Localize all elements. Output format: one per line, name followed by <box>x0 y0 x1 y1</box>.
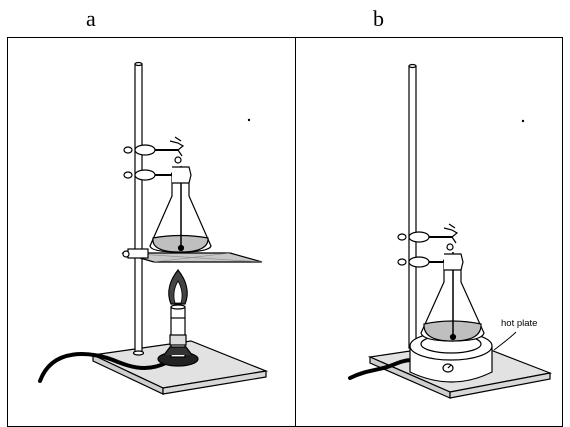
upper-clamp-b <box>397 223 459 244</box>
gas-tube-a <box>38 352 170 383</box>
stand-rod-b <box>408 63 417 349</box>
hot-plate-label: hot plate <box>501 318 537 329</box>
panel-label-a: a <box>86 6 96 31</box>
flame-icon <box>168 269 188 305</box>
panel-b-setup <box>348 63 553 399</box>
ring-clamp-a <box>122 248 149 259</box>
wire-gauze <box>121 252 263 263</box>
panel-a-setup <box>38 61 269 395</box>
upper-clamp-a <box>123 136 185 157</box>
stand-rod-a <box>132 61 145 356</box>
hot-plate-leader <box>493 331 517 351</box>
power-cord-b <box>348 358 414 380</box>
panel-label-b: b <box>373 6 384 31</box>
flask-clamp-a <box>123 156 192 184</box>
flask-clamp-b <box>397 243 464 271</box>
bunsen-burner <box>157 304 199 367</box>
